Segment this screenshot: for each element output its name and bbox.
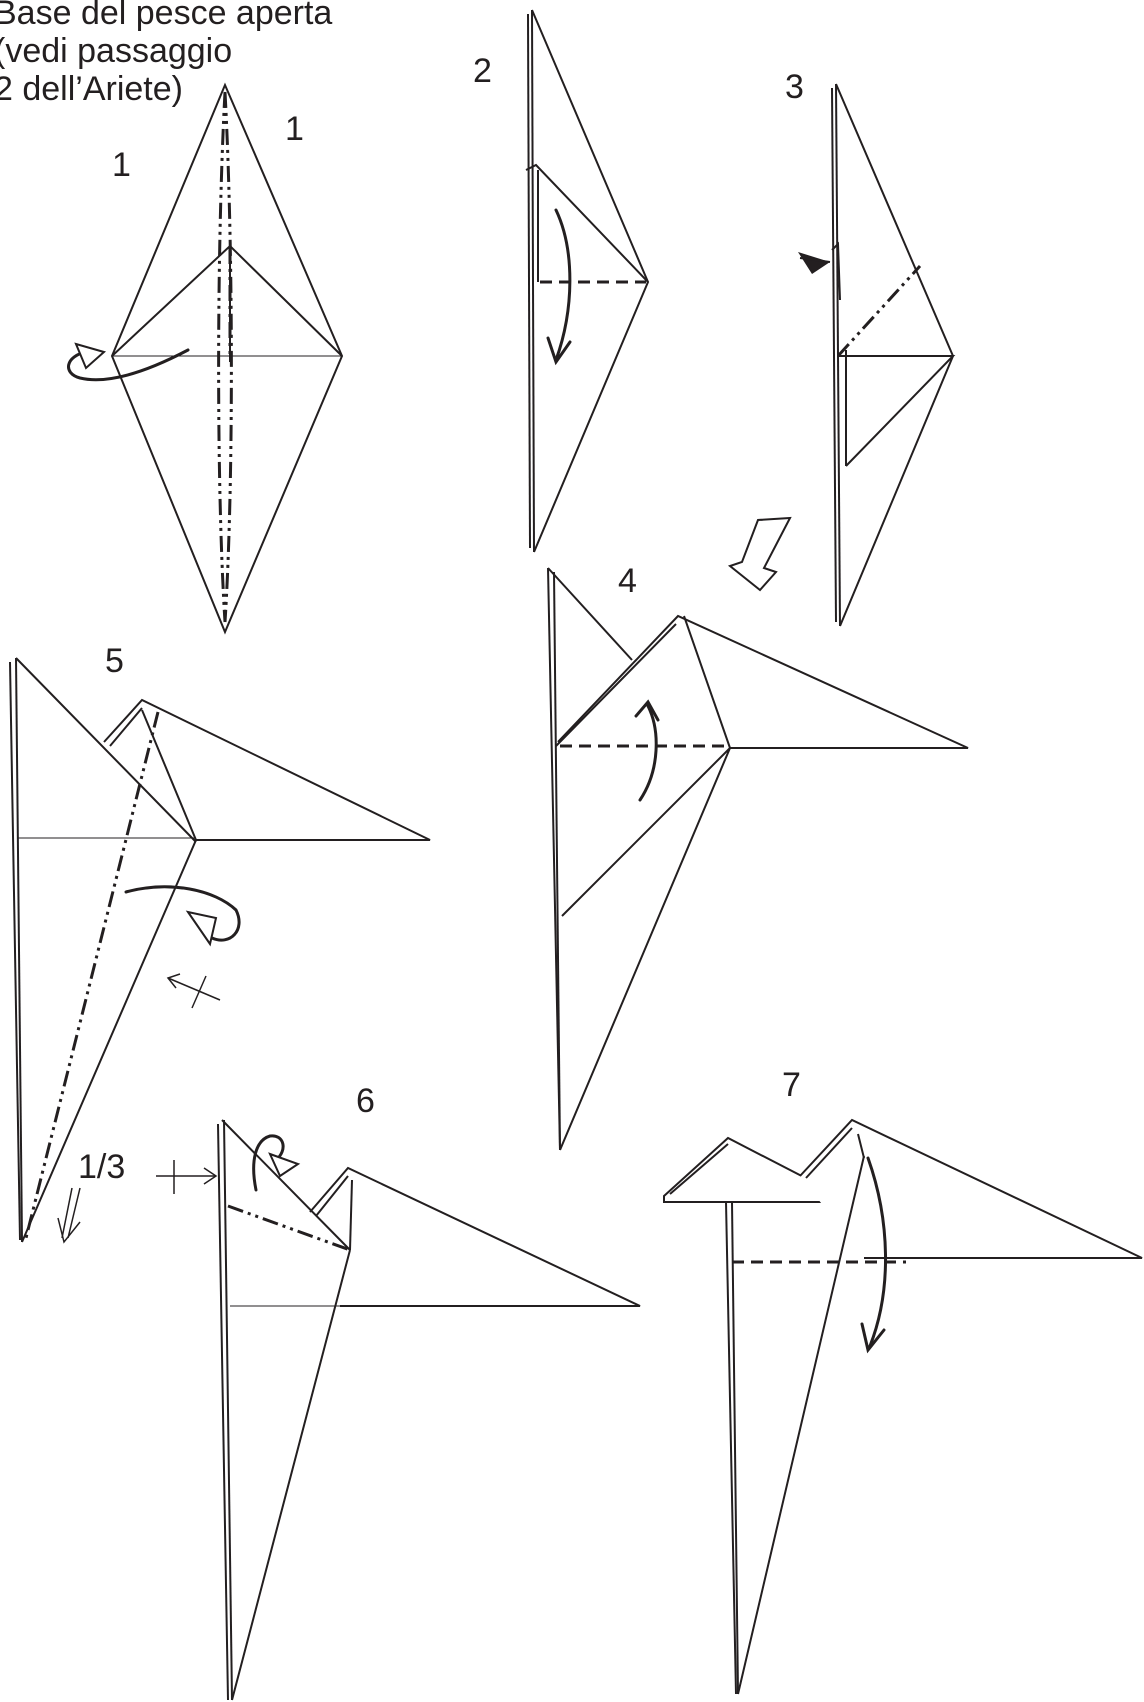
fold-down-arrow — [554, 208, 572, 362]
step-4-figure — [547, 567, 969, 1151]
step-number-6: 6 — [356, 1082, 375, 1120]
step-7-figure — [663, 1118, 1143, 1695]
step-number-1-left: 1 — [112, 146, 131, 184]
step-number-7: 7 — [782, 1066, 801, 1104]
step-number-1-right: 1 — [285, 110, 304, 148]
step-1-figure — [67, 82, 344, 635]
intro-line-3: 2 dell’Ariete) — [0, 70, 183, 108]
step-6-figure — [156, 1119, 641, 1701]
rabbit-ear-arrow — [124, 885, 241, 942]
step-number-2: 2 — [473, 52, 492, 90]
inside-reverse-arrow — [252, 1134, 285, 1192]
intro-line-1: Base del pesce aperta — [0, 0, 332, 32]
step-number-5: 5 — [105, 642, 124, 680]
fold-down-arrow-7 — [866, 1156, 887, 1348]
one-third-label: 1/3 — [78, 1148, 125, 1186]
intro-line-2: (vedi passaggio — [0, 32, 232, 70]
step-number-3: 3 — [785, 68, 804, 106]
step-5-figure — [9, 657, 431, 1244]
step-2-figure — [525, 9, 650, 553]
turn-over-arrow — [67, 348, 190, 382]
fold-up-arrow — [638, 704, 658, 802]
step-3-figure — [798, 83, 956, 627]
step-number-4: 4 — [618, 562, 637, 600]
next-step-arrow — [727, 516, 792, 592]
